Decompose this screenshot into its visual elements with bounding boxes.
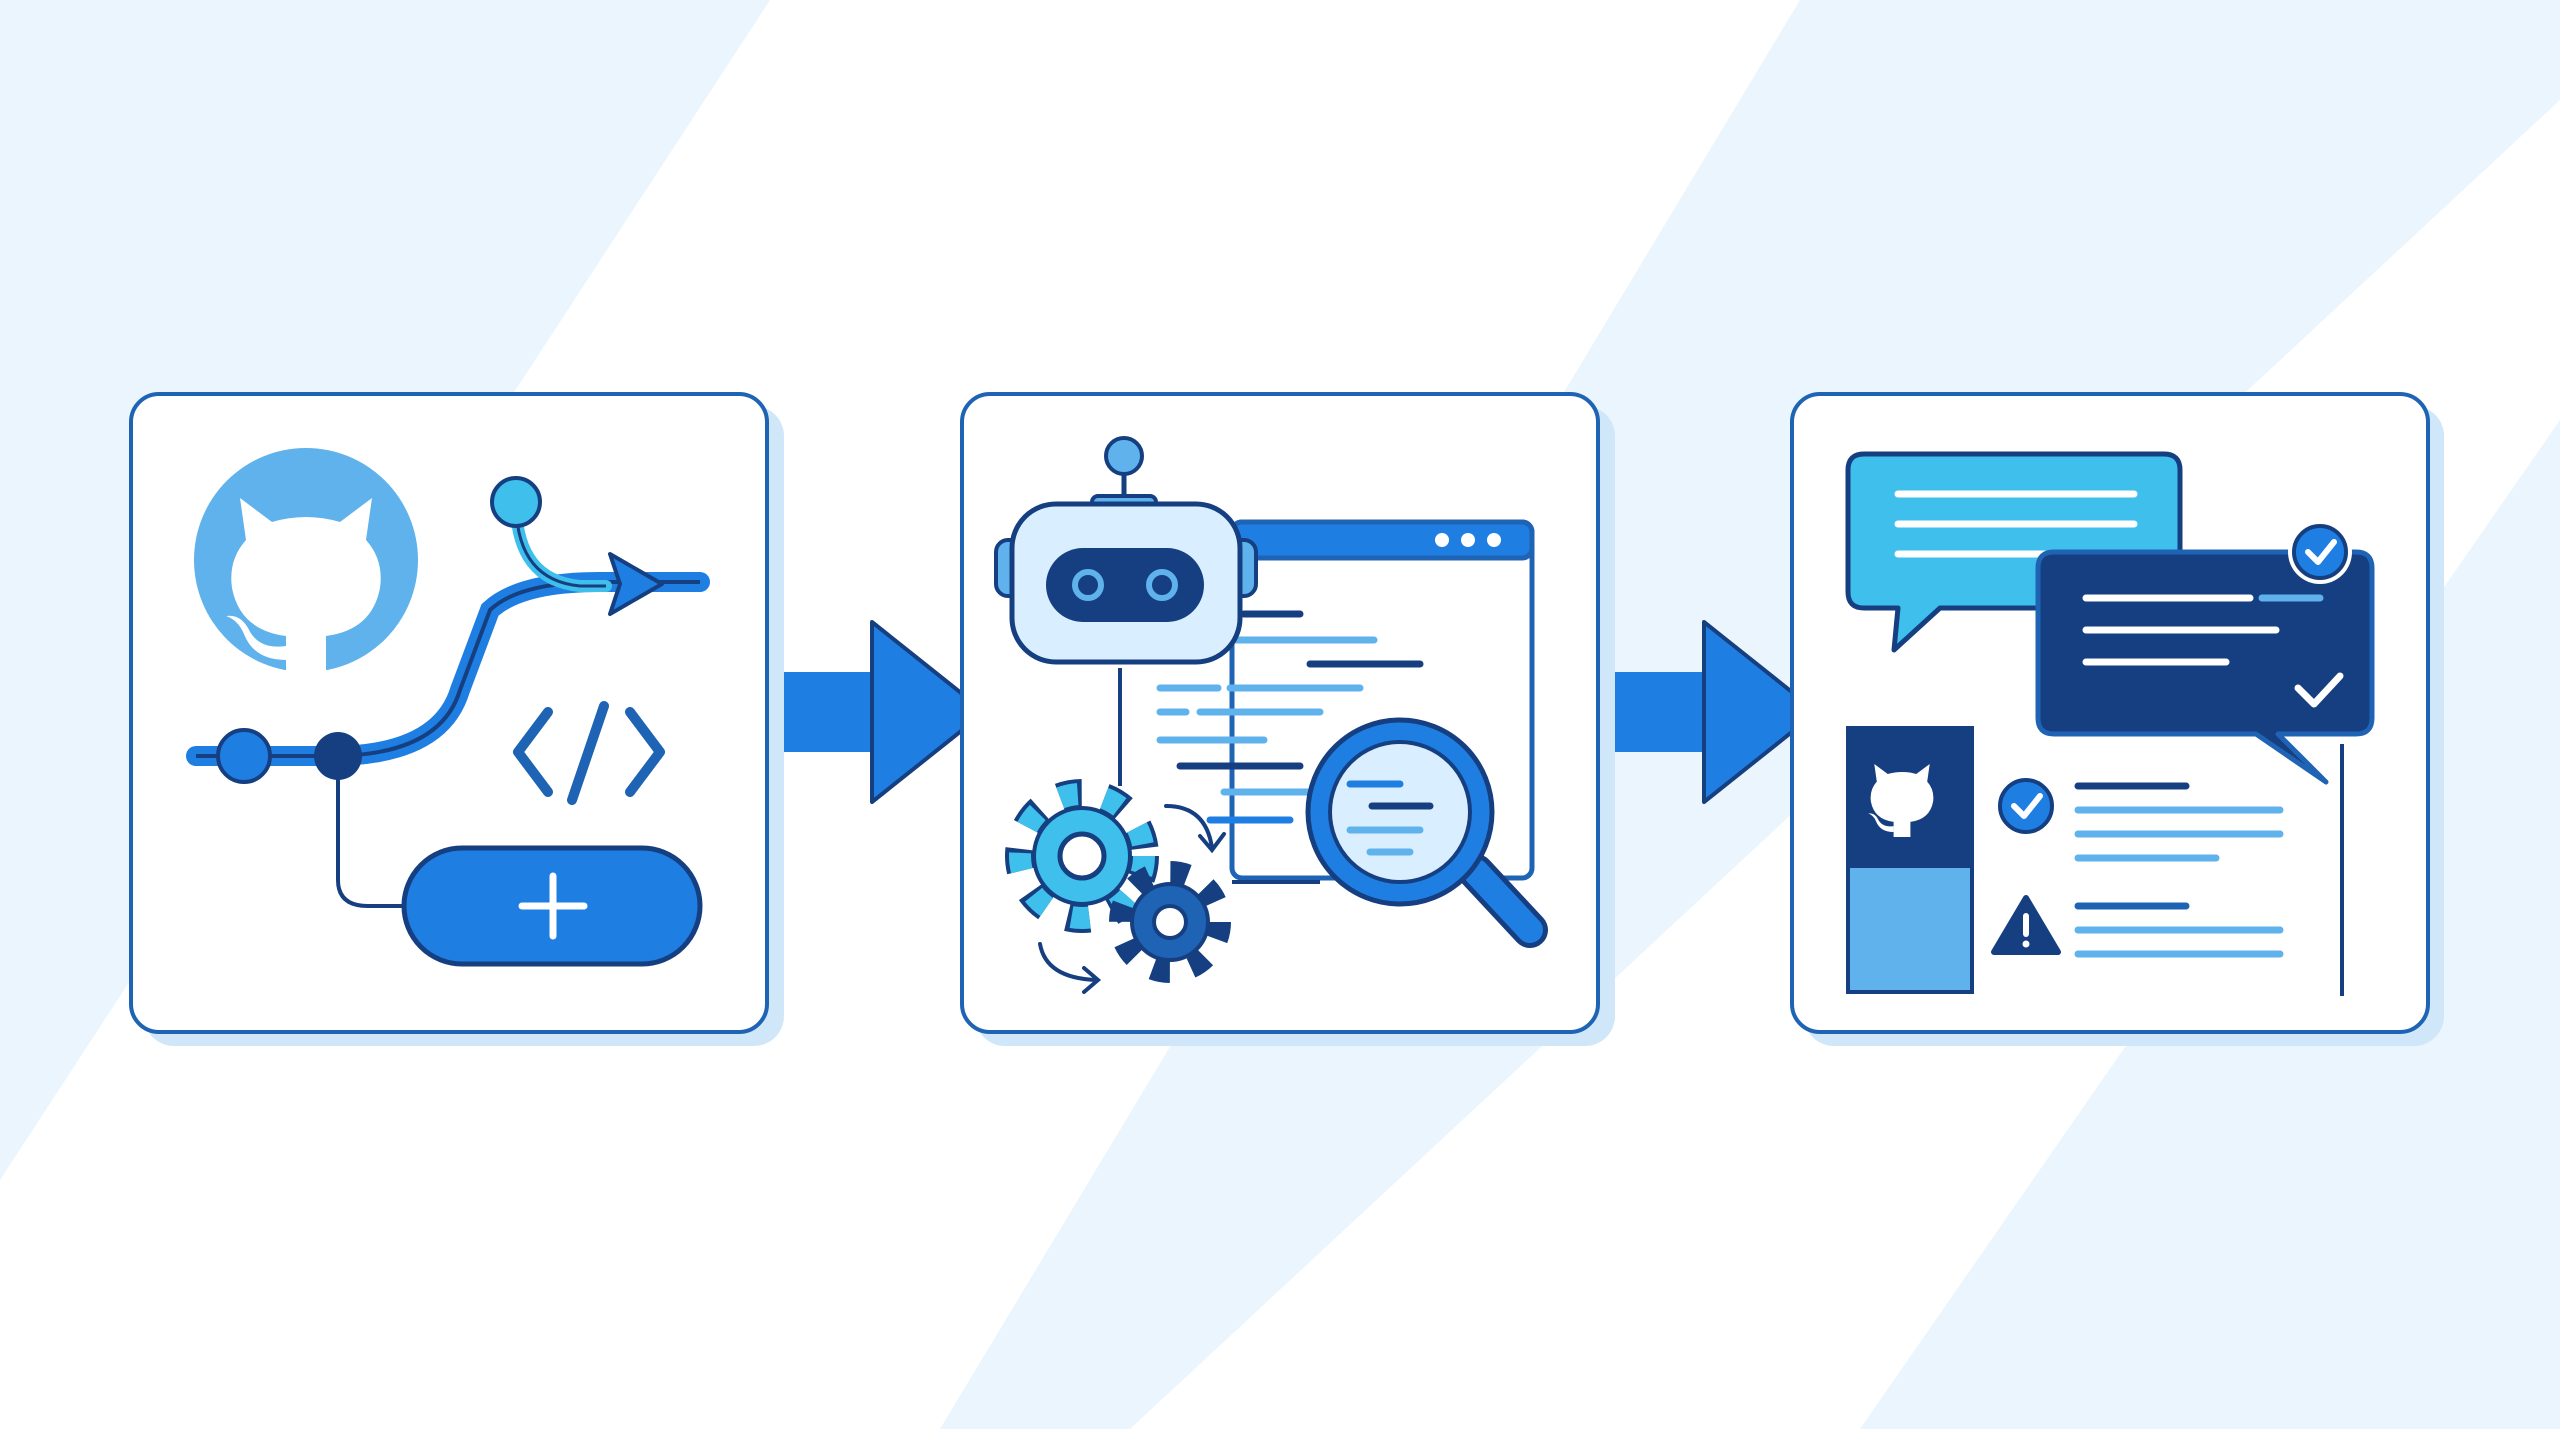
code-brackets-icon (513, 701, 665, 805)
repository-sidebar (1846, 726, 1974, 994)
gears-icon (1005, 779, 1231, 994)
flow-arrow-1 (760, 620, 987, 804)
step-1-card (129, 392, 784, 1046)
branch-merge-icon (186, 476, 710, 908)
flow-arrow-2 (1596, 620, 1819, 804)
step-3-card (1790, 392, 2444, 1046)
approved-comment-icon (2035, 549, 2375, 785)
github-icon (1868, 763, 1934, 838)
github-icon (194, 448, 418, 672)
add-button-icon (401, 845, 703, 967)
review-warning-item (1991, 895, 2284, 958)
magnifier-icon (1305, 717, 1548, 948)
review-check-item (1998, 778, 2284, 862)
robot-icon (994, 436, 1258, 665)
warning-icon (1991, 895, 2061, 955)
check-badge-icon (2288, 520, 2352, 584)
step-2-card (960, 392, 1615, 1046)
check-circle-icon (1998, 778, 2054, 834)
